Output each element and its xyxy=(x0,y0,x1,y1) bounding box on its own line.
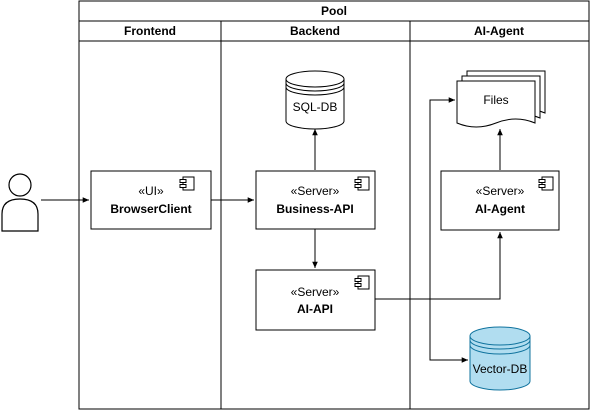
lane-ai-agent-title: AI-Agent xyxy=(474,24,524,38)
lane-backend-title: Backend xyxy=(290,24,340,38)
browser-client-component: «UI» BrowserClient xyxy=(90,170,212,230)
business-api-name: Business-API xyxy=(276,202,353,216)
files-to-vectordb-arrow xyxy=(429,97,468,363)
vector-db-cylinder: Vector-DB xyxy=(469,326,531,391)
pool-title: Pool xyxy=(321,4,347,18)
user-actor-icon xyxy=(1,173,39,232)
pool: Pool Frontend Backend AI-Agent xyxy=(78,0,590,410)
component-icon xyxy=(354,176,370,191)
sql-db-cylinder: SQL-DB xyxy=(285,70,345,130)
ai-api-name: AI-API xyxy=(297,302,333,316)
ai-api-component: «Server» AI-API xyxy=(255,269,376,331)
ai-agent-stereotype: «Server» xyxy=(476,184,525,198)
component-icon xyxy=(538,176,554,191)
business-api-stereotype: «Server» xyxy=(291,184,340,198)
ai-agent-component: «Server» AI-Agent xyxy=(440,170,560,231)
files-documents: Files xyxy=(456,70,546,128)
browser-client-stereotype: «UI» xyxy=(138,184,164,198)
ai-api-stereotype: «Server» xyxy=(291,285,340,299)
component-icon xyxy=(179,176,195,191)
sql-db-label: SQL-DB xyxy=(293,100,338,114)
business-api-component: «Server» Business-API xyxy=(255,170,376,230)
component-icon xyxy=(354,275,370,290)
files-label: Files xyxy=(483,93,508,107)
ai-agent-name: AI-Agent xyxy=(475,202,525,216)
browser-client-name: BrowserClient xyxy=(110,202,191,216)
lane-frontend-title: Frontend xyxy=(124,24,176,38)
connectors xyxy=(41,97,503,363)
aiapi-to-aiagent-arrow xyxy=(375,232,503,300)
vector-db-label: Vector-DB xyxy=(473,362,528,376)
